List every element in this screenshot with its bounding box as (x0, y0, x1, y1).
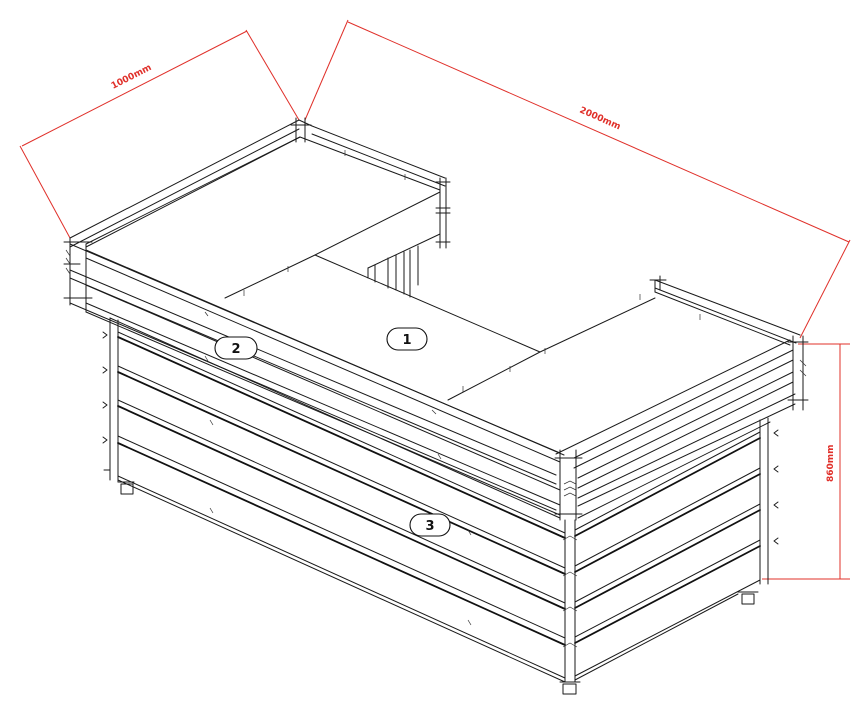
dimension-lines (19, 19, 851, 580)
callout-2: 2 (214, 336, 258, 360)
callout-3: 3 (409, 513, 451, 537)
callout-2-label: 2 (231, 342, 240, 357)
dimension-depth-label: 1000mm (110, 63, 154, 92)
cabinet-body (102, 317, 779, 695)
dimension-width-label: 2000mm (578, 106, 622, 133)
callout-3-label: 3 (425, 519, 434, 534)
callout-1-label: 1 (402, 333, 411, 348)
top-frame (63, 117, 809, 521)
dimension-height-label: 860mm (826, 444, 836, 482)
worktop-panels (85, 136, 791, 415)
callout-1: 1 (386, 327, 428, 351)
